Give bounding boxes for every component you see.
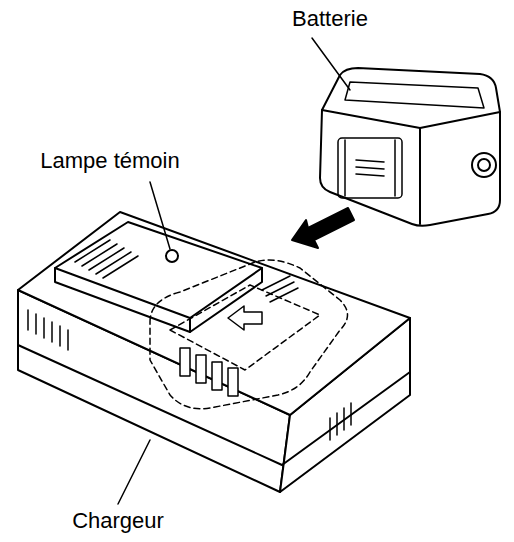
- front-vents: [28, 310, 68, 350]
- battery-top-edge: [322, 110, 500, 128]
- latch-grip: [356, 160, 384, 176]
- leader-line: [312, 38, 350, 90]
- leader-line: [150, 182, 170, 249]
- battery-slot: [150, 260, 348, 409]
- part-label: Lampe témoin: [40, 148, 179, 174]
- battery-terminal: [472, 153, 496, 177]
- rear-vents: [75, 240, 138, 278]
- part-label: Batterie: [292, 6, 368, 32]
- slot-floor: [170, 285, 320, 370]
- indicator-lamp: [166, 250, 178, 262]
- part-label: Chargeur: [72, 508, 164, 534]
- side-vents: [330, 403, 351, 440]
- battery-terminal-inner: [478, 159, 490, 171]
- battery-latch: [338, 138, 402, 198]
- charger-base-line: [18, 345, 410, 465]
- battery-corner: [419, 128, 421, 224]
- battery-body: [320, 68, 500, 226]
- slide-arrow: [228, 306, 262, 330]
- battery-top-panel: [345, 82, 484, 108]
- insertion-arrow: [292, 208, 354, 248]
- leader-line: [118, 440, 150, 504]
- slot-terminals: [180, 276, 298, 396]
- leader-lines: [118, 38, 350, 504]
- charger-rear-edge: [189, 318, 191, 332]
- battery-outline: [320, 68, 500, 226]
- charger-rear-side: [55, 268, 262, 332]
- charger-body: [18, 212, 410, 492]
- charger-top-face: [18, 212, 410, 415]
